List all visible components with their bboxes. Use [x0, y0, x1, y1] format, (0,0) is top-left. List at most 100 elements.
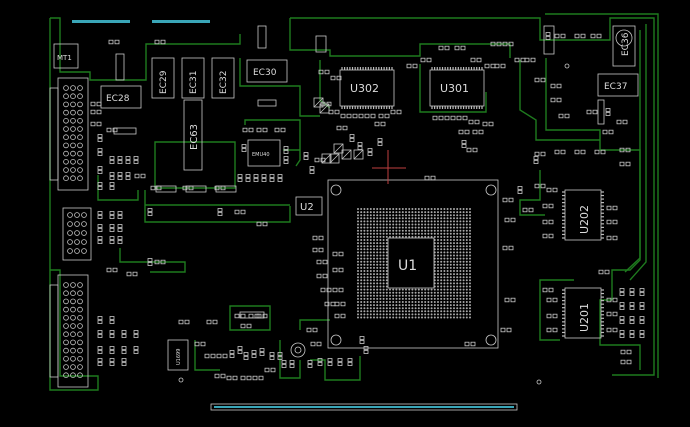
bga-ball — [424, 294, 427, 297]
bga-ball — [453, 266, 455, 269]
bga-ball — [440, 313, 443, 316]
bga-ball — [456, 211, 459, 214]
bga-ball — [446, 310, 449, 313]
bga-ball — [430, 307, 433, 310]
bga-ball — [373, 297, 375, 300]
bga-ball — [462, 313, 465, 316]
passive-pad — [90, 109, 96, 115]
bga-ball — [401, 301, 404, 303]
passive-pad — [377, 138, 383, 142]
bga-ball — [373, 279, 375, 282]
bga-ball — [440, 273, 443, 276]
bga-ball — [421, 294, 423, 297]
chip-pin — [470, 106, 473, 109]
bga-ball — [369, 229, 372, 232]
bga-ball — [401, 297, 404, 300]
passive-pad — [253, 178, 259, 182]
ec36-label: EC36 — [621, 32, 631, 56]
bga-ball — [379, 294, 382, 297]
bga-ball — [443, 223, 446, 226]
bga-ball — [449, 273, 452, 276]
bga-ball — [446, 270, 449, 272]
bga-ball — [389, 220, 391, 223]
passive-pad — [639, 302, 645, 306]
passive-pad — [600, 149, 606, 155]
bga-ball — [382, 235, 385, 238]
origin-crosshair — [372, 150, 406, 184]
bga-ball — [389, 307, 391, 310]
passive-pad — [546, 187, 552, 193]
bga-ball — [360, 217, 363, 220]
chip-pin — [562, 202, 565, 204]
connector-pin — [63, 101, 69, 108]
bga-ball — [408, 294, 411, 297]
chip-pin — [351, 106, 354, 109]
bga-ball — [443, 294, 446, 297]
passive-pad — [461, 144, 467, 148]
bga-ball — [382, 214, 385, 217]
bga-ball — [456, 208, 459, 210]
bga-ball — [385, 276, 388, 279]
bga-ball — [360, 251, 363, 254]
bga-ball — [363, 273, 366, 276]
bga-ball — [366, 266, 369, 269]
bga-ball — [369, 266, 372, 269]
passive-pad — [604, 269, 610, 275]
bga-ball — [385, 254, 388, 257]
bga-ball — [456, 245, 459, 248]
bga-ball — [414, 235, 417, 238]
passive-pad — [206, 319, 212, 325]
bga-ball — [443, 229, 446, 232]
bga-ball — [469, 226, 471, 229]
passive-pad — [121, 350, 127, 354]
bga-ball — [379, 251, 382, 254]
bga-ball — [357, 257, 359, 260]
passive-pad — [109, 334, 115, 338]
bga-ball — [401, 316, 404, 319]
bga-ball — [462, 266, 465, 269]
bga-ball — [440, 263, 443, 266]
passive-pad — [605, 112, 611, 116]
passive-pad — [560, 33, 566, 39]
bga-ball — [459, 279, 462, 282]
passive-pad — [327, 362, 333, 366]
bga-ball — [363, 223, 366, 226]
bga-ball — [405, 313, 407, 316]
bga-ball — [465, 260, 468, 263]
passive-pad — [109, 316, 115, 320]
bga-ball — [369, 239, 372, 241]
bga-ball — [376, 291, 379, 294]
bga-ball — [382, 239, 385, 241]
shield-clip-mark — [313, 97, 324, 108]
bga-ball — [462, 294, 465, 297]
bga-ball — [369, 245, 372, 248]
connector-pin — [67, 230, 73, 236]
bga-ball — [424, 297, 427, 300]
bga-ball — [385, 297, 388, 300]
bga-ball — [469, 291, 471, 294]
bga-ball — [443, 297, 446, 300]
bga-ball — [379, 270, 382, 272]
chip-pin — [562, 289, 565, 291]
bga-ball — [369, 248, 372, 251]
bga-ball — [417, 229, 420, 232]
bga-ball — [385, 226, 388, 229]
bga-ball — [408, 214, 411, 217]
bga-ball — [411, 208, 414, 210]
bga-ball — [405, 307, 407, 310]
bga-ball — [456, 282, 459, 285]
bga-ball — [449, 257, 452, 260]
bga-ball — [363, 254, 366, 257]
bga-ball — [446, 257, 449, 260]
bga-ball — [456, 294, 459, 297]
bga-ball — [440, 282, 443, 285]
bga-ball — [363, 266, 366, 269]
passive-pad — [594, 149, 600, 155]
bga-ball — [405, 310, 407, 313]
passive-pad — [97, 350, 103, 354]
bga-ball — [357, 226, 359, 229]
bga-ball — [427, 313, 430, 316]
passive-pad — [194, 341, 200, 347]
passive-pad — [226, 375, 232, 381]
passive-pad — [517, 186, 523, 190]
